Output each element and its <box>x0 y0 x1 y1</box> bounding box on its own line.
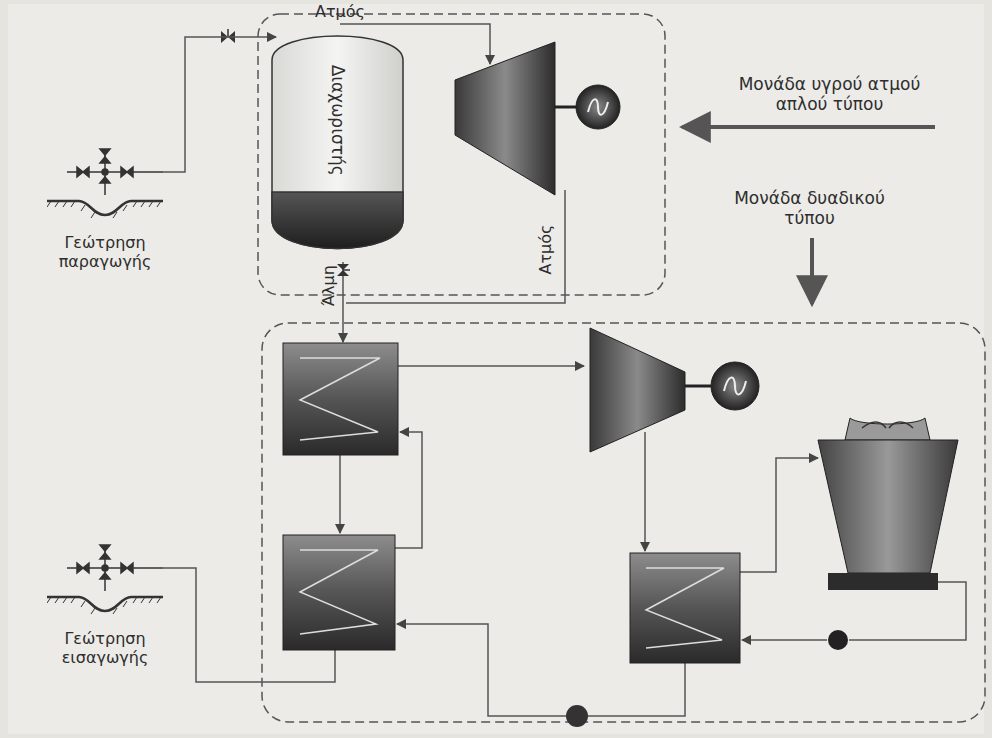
well-label: Γεώτρηση παραγωγής <box>47 233 163 271</box>
flow-label: Ατμός <box>536 225 555 275</box>
well-node: Γεώτρηση παραγωγής <box>47 145 163 271</box>
flow-label: Ατμός <box>315 2 365 21</box>
separator-node: Διαχωριστής <box>270 20 405 262</box>
pipe-connector <box>163 37 276 172</box>
well-node: Γεώτρηση εισαγωγής <box>47 541 163 667</box>
unit-label: Μονάδα υγρού ατμού απλού τύπου <box>722 74 937 115</box>
well-label: Γεώτρηση εισαγωγής <box>47 629 163 667</box>
vessel-label: Διαχωριστής <box>327 65 347 176</box>
well-symbol <box>47 145 163 223</box>
well-symbol <box>47 541 163 619</box>
flow-label: Άλμη <box>318 266 337 307</box>
unit-label: Μονάδα δυαδικού τύπου <box>722 188 897 229</box>
